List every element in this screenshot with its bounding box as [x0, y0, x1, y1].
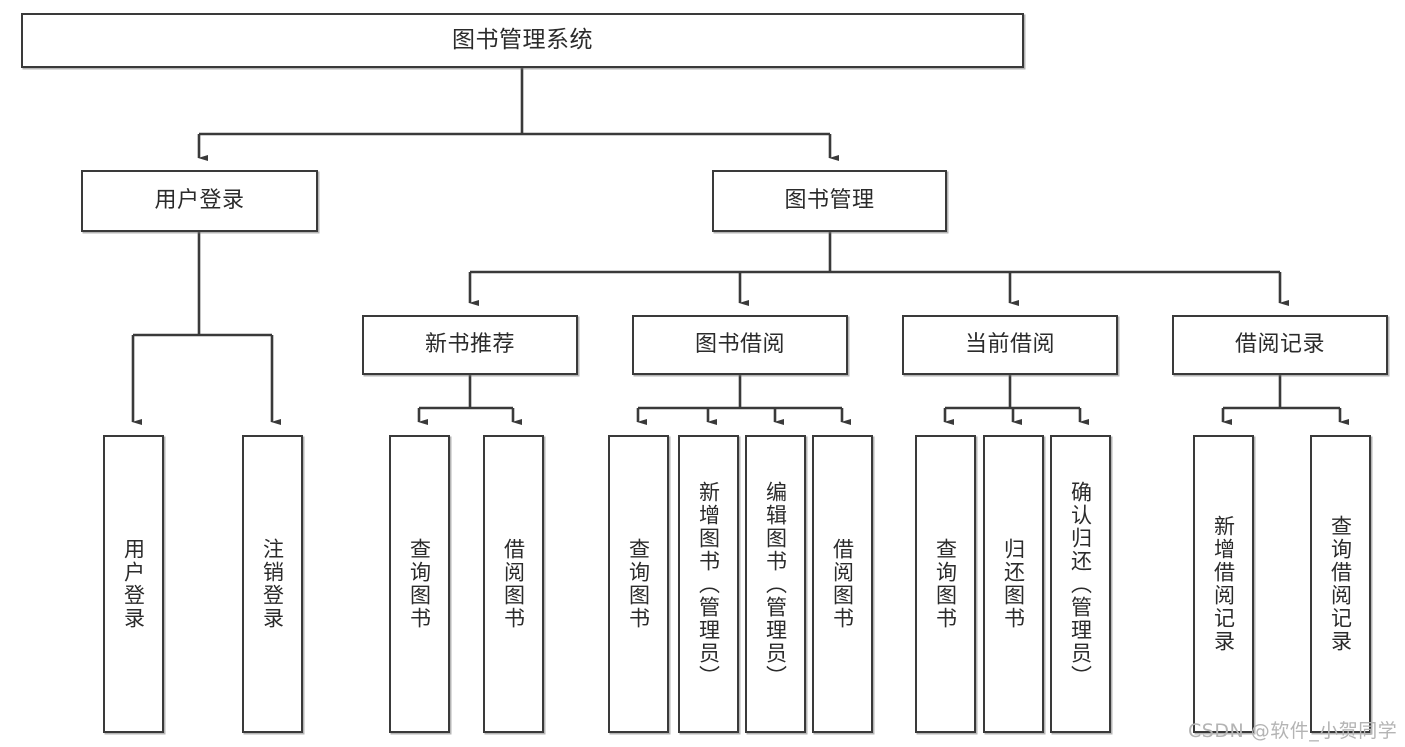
node-label: 当前借阅: [964, 332, 1055, 358]
node-label: 图书管理: [784, 188, 875, 214]
node-current-borrow[interactable]: 当前借阅: [902, 315, 1118, 375]
node-label: 注销登录: [260, 538, 285, 630]
node-label: 编辑图书（管理员）: [763, 480, 788, 688]
node-book-management[interactable]: 图书管理: [712, 170, 947, 232]
node-label: 图书借阅: [694, 332, 785, 358]
node-label: 借阅图书: [501, 538, 526, 630]
leaf-borrow-book[interactable]: 借阅图书: [812, 435, 873, 733]
leaf-query-borrow-record[interactable]: 查询借阅记录: [1310, 435, 1371, 733]
leaf-edit-book-admin[interactable]: 编辑图书（管理员）: [745, 435, 806, 733]
leaf-add-borrow-record[interactable]: 新增借阅记录: [1193, 435, 1254, 733]
node-user-login[interactable]: 用户登录: [81, 170, 318, 232]
node-label: 确认归还（管理员）: [1068, 480, 1093, 688]
leaf-query-book-current[interactable]: 查询图书: [915, 435, 976, 733]
node-label: 查询图书: [933, 538, 958, 630]
node-label: 图书管理系统: [452, 26, 593, 53]
node-label: 归还图书: [1001, 538, 1026, 630]
node-label: 借阅记录: [1234, 332, 1325, 358]
leaf-add-book-admin[interactable]: 新增图书（管理员）: [678, 435, 739, 733]
node-label: 借阅图书: [830, 538, 855, 630]
node-label: 新增借阅记录: [1211, 515, 1236, 653]
leaf-query-book-recommend[interactable]: 查询图书: [389, 435, 450, 733]
csdn-watermark: CSDN @软件_小贺同学: [1188, 720, 1398, 742]
node-book-borrow[interactable]: 图书借阅: [632, 315, 848, 375]
leaf-confirm-return-admin[interactable]: 确认归还（管理员）: [1050, 435, 1111, 733]
node-borrow-records[interactable]: 借阅记录: [1172, 315, 1388, 375]
node-label: 查询图书: [626, 538, 651, 630]
leaf-logout-login[interactable]: 注销登录: [242, 435, 303, 733]
leaf-return-book[interactable]: 归还图书: [983, 435, 1044, 733]
leaf-user-login[interactable]: 用户登录: [103, 435, 164, 733]
node-new-book-recommend[interactable]: 新书推荐: [362, 315, 578, 375]
node-root-system[interactable]: 图书管理系统: [21, 13, 1024, 68]
node-label: 查询借阅记录: [1328, 515, 1353, 653]
node-label: 用户登录: [121, 538, 146, 630]
leaf-query-book-borrow[interactable]: 查询图书: [608, 435, 669, 733]
node-label: 新书推荐: [424, 332, 515, 358]
leaf-borrow-book-recommend[interactable]: 借阅图书: [483, 435, 544, 733]
node-label: 用户登录: [154, 188, 245, 214]
node-label: 查询图书: [407, 538, 432, 630]
node-label: 新增图书（管理员）: [696, 480, 721, 688]
